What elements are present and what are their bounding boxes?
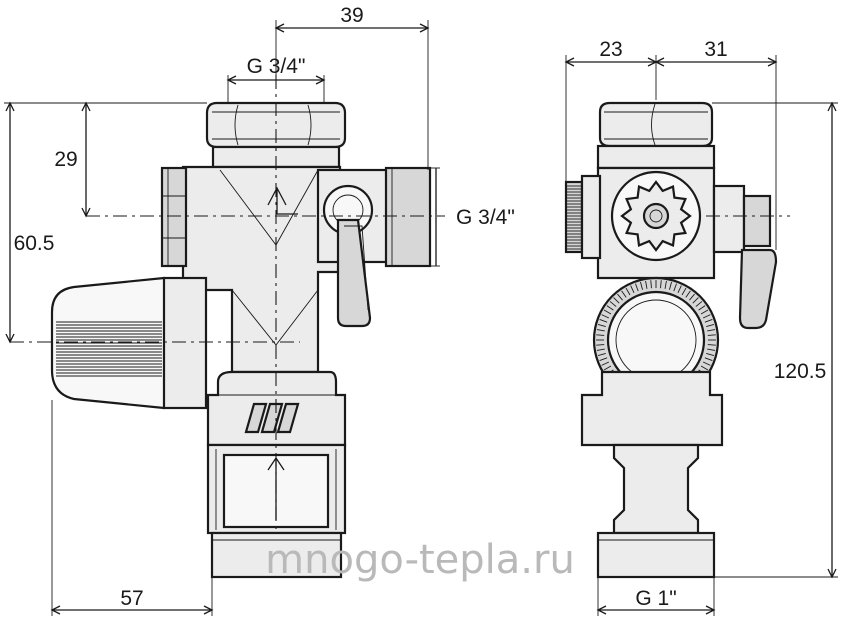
ball-valve-handle bbox=[322, 184, 374, 328]
watermark: mnogo-tepla.ru bbox=[265, 537, 575, 583]
side-gear-knob bbox=[610, 170, 702, 262]
side-collar bbox=[596, 144, 716, 170]
dimension-60-5-label: 60.5 bbox=[14, 232, 55, 255]
dimension-29-label: 29 bbox=[54, 148, 77, 171]
dimension-23-31: 23 31 bbox=[564, 38, 778, 250]
side-knurl-lines bbox=[566, 185, 582, 250]
dimension-120-5: 120.5 bbox=[712, 101, 838, 579]
side-lever-handle bbox=[738, 248, 778, 330]
dimension-29: 29 bbox=[54, 101, 207, 218]
dimension-thread-side: G 3/4" bbox=[430, 167, 515, 267]
knob-knurl-lines bbox=[56, 321, 162, 377]
front-view: 39 G 3/4" 29 60.5 bbox=[4, 4, 515, 616]
dimension-39: 39 bbox=[274, 4, 430, 170]
side-lower-body bbox=[580, 370, 724, 579]
side-left-knurl-cap bbox=[564, 174, 602, 260]
dimension-thread-top-label: G 3/4" bbox=[247, 55, 306, 78]
side-right-stub bbox=[706, 184, 790, 254]
dimension-thread-bottom: G 1" bbox=[596, 577, 716, 616]
dimension-39-label: 39 bbox=[340, 4, 363, 27]
dimension-60-5: 60.5 bbox=[4, 101, 86, 344]
dimension-thread-side-label: G 3/4" bbox=[456, 206, 515, 229]
safety-valve-knob bbox=[50, 276, 208, 410]
dimension-23-label: 23 bbox=[599, 38, 622, 61]
left-side-cap bbox=[160, 166, 188, 268]
side-view: 23 31 120.5 G 1" bbox=[564, 38, 838, 616]
dimension-57-label: 57 bbox=[120, 587, 143, 610]
dimension-thread-bottom-label: G 1" bbox=[635, 587, 676, 610]
dimension-57: 57 bbox=[50, 400, 214, 616]
dimension-thread-top: G 3/4" bbox=[226, 55, 326, 103]
side-top-nut bbox=[598, 101, 714, 148]
dimension-120-5-label: 120.5 bbox=[774, 360, 827, 383]
dimension-31-label: 31 bbox=[704, 38, 727, 61]
